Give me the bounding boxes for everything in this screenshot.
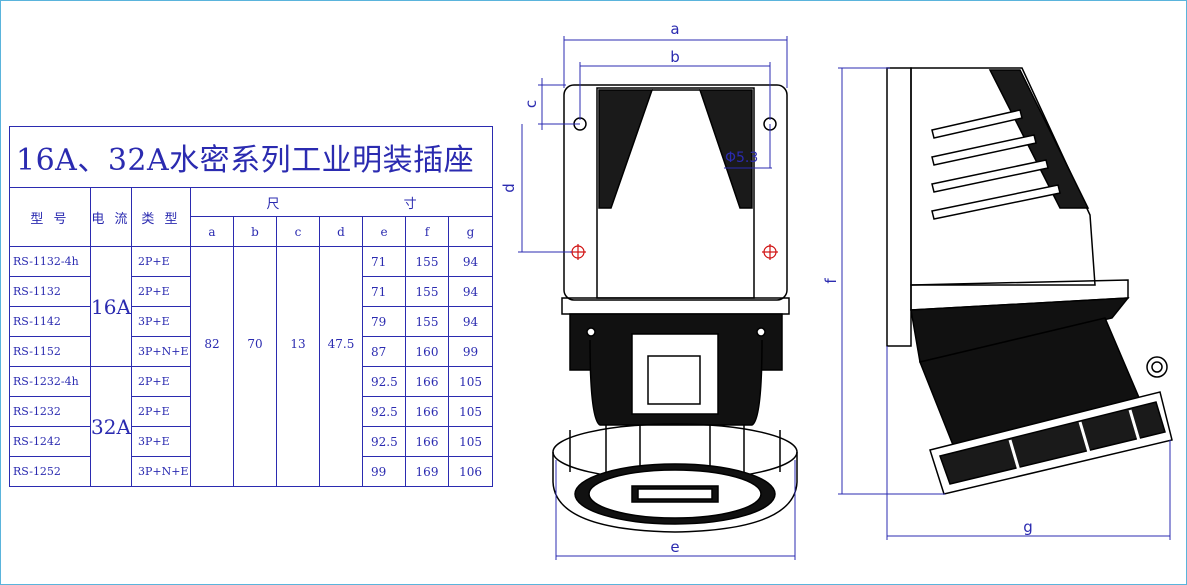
housing-dark-panel-right (698, 89, 753, 209)
cap-slot-inner (637, 488, 713, 500)
header-dim-f: f (405, 216, 449, 247)
hinge-cover (631, 333, 719, 415)
type-cell: 3P+E (131, 426, 191, 457)
dim-g-cell: 94 (447, 246, 494, 277)
dim-e-cell: 92.5 (362, 366, 406, 397)
dim-b-value: 70 (233, 246, 277, 487)
dim-f-cell: 169 (405, 456, 449, 487)
side-dimensions (838, 67, 1171, 540)
model-cell: RS-1242 (9, 426, 91, 457)
header-size: 尺 寸 (189, 187, 494, 217)
header-current: 电 流 (90, 187, 132, 247)
header-dim-g: g (447, 216, 494, 247)
table-row: RS-1242 3P+E 92.5 166 105 (9, 426, 494, 457)
lower-screw-right-icon (756, 327, 766, 337)
spec-table: 16A、32A水密系列工业明装插座 型 号 电 流 类 型 尺 寸 a b c … (8, 126, 494, 487)
base-plate (563, 84, 788, 301)
dim-g-cell: 94 (447, 306, 494, 337)
model-cell: RS-1132 (9, 276, 91, 307)
header-dim-c: c (276, 216, 320, 247)
dim-f-cell: 166 (405, 426, 449, 457)
dim-g-cell: 105 (447, 396, 494, 427)
hinge-pin-icon (1146, 356, 1168, 378)
type-cell: 2P+E (131, 276, 191, 307)
housing-dark-panel-left (598, 89, 654, 209)
side-vent (931, 134, 1037, 166)
model-cell: RS-1132-4h (9, 246, 91, 277)
dim-g-cell: 99 (447, 336, 494, 367)
table-row: RS-1132 2P+E 71 155 94 (9, 276, 494, 307)
side-vent (931, 159, 1049, 193)
table-title: 16A、32A水密系列工业明装插座 (8, 126, 494, 188)
side-cover-dark-edge (988, 69, 1090, 209)
label-c: c (522, 100, 540, 108)
mount-holes-bottom (570, 244, 778, 260)
current-cell: 16A (90, 246, 132, 367)
dim-f-cell: 155 (405, 276, 449, 307)
latch-window-2 (647, 355, 701, 405)
dim-a-value: 82 (190, 246, 234, 487)
header-model: 型 号 (9, 187, 91, 247)
dim-c-value: 13 (276, 246, 320, 487)
side-vent (931, 184, 1061, 220)
model-cell: RS-1252 (9, 456, 91, 487)
dim-g-cell: 105 (447, 366, 494, 397)
model-cell: RS-1142 (9, 306, 91, 337)
label-f: f (822, 278, 840, 284)
side-back-plate (886, 67, 912, 347)
dim-e-cell: 99 (362, 456, 406, 487)
side-ring-grip (939, 401, 1166, 485)
header-type: 类 型 (131, 187, 191, 247)
dim-e-cell: 92.5 (362, 426, 406, 457)
dim-f-cell: 166 (405, 366, 449, 397)
dim-e-cell: 92.5 (362, 396, 406, 427)
dim-g-cell: 105 (447, 426, 494, 457)
type-cell: 3P+E (131, 306, 191, 337)
side-lower-body (910, 297, 1130, 363)
front-dimensions (518, 36, 796, 560)
label-g: g (1023, 518, 1033, 536)
label-hole-diameter: Φ5.3 (725, 150, 758, 166)
side-view (886, 67, 1173, 495)
label-d: d (500, 183, 518, 193)
lower-screw-left-icon (586, 327, 596, 337)
table-row: RS-1232-4h 32A 2P+E 92.5 166 105 (9, 366, 494, 487)
side-cover (910, 67, 1096, 286)
hinge-pin-inner (1151, 361, 1163, 373)
type-cell: 2P+E (131, 246, 191, 277)
model-cell: RS-1232-4h (9, 366, 91, 397)
label-a: a (670, 20, 679, 38)
type-cell: 2P+E (131, 366, 191, 397)
model-cell: RS-1232 (9, 396, 91, 427)
table-row: RS-1142 3P+E 79 155 94 (9, 306, 494, 337)
dim-e-cell: 71 (362, 276, 406, 307)
label-b: b (670, 48, 680, 66)
side-vent (931, 109, 1023, 139)
table-row: RS-1252 3P+N+E 99 169 106 (9, 456, 494, 487)
dim-g-cell: 106 (447, 456, 494, 487)
dim-f-cell: 155 (405, 246, 449, 277)
type-cell: 3P+N+E (131, 336, 191, 367)
ring-nut-side (552, 452, 798, 533)
front-view (552, 84, 798, 533)
type-cell: 3P+N+E (131, 456, 191, 487)
label-e: e (670, 538, 679, 556)
